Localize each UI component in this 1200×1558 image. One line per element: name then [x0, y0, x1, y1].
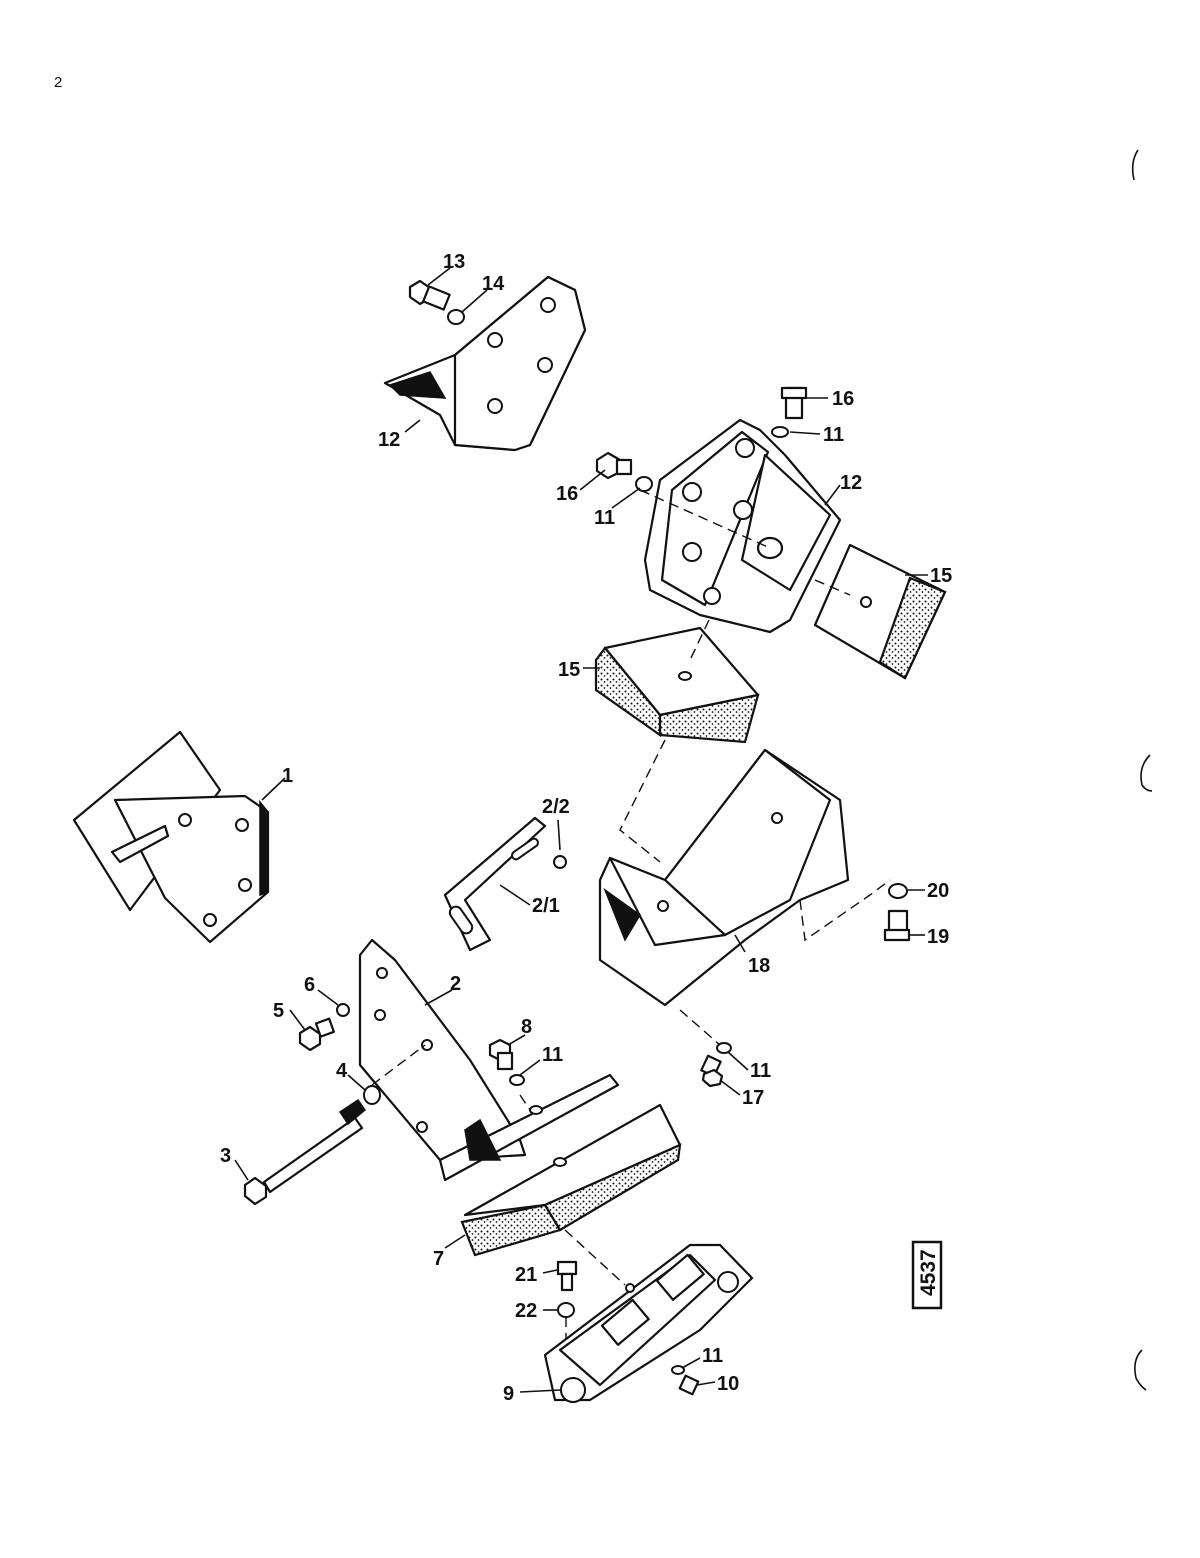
callout-leader-lines: [234, 267, 928, 1393]
bolt-part-16-top: [780, 386, 808, 420]
callout-11-left: 11: [594, 507, 615, 529]
washer-part-11-bottom: [671, 1365, 685, 1375]
washer-part-4: [363, 1085, 381, 1105]
callout-12-right: 12: [840, 472, 862, 494]
assembly-lines: [371, 489, 891, 1340]
drawing-number-stamp: 4537: [911, 1240, 943, 1310]
washer-part-11-top: [771, 426, 789, 438]
callout-12-top: 12: [378, 429, 400, 451]
callout-6: 6: [304, 974, 315, 996]
bolt-part-13: [408, 279, 451, 311]
callout-16-left: 16: [556, 483, 578, 505]
washer-part-14: [447, 309, 465, 325]
washer-part-22: [557, 1302, 575, 1318]
bolt-part-8: [488, 1038, 514, 1071]
callout-15-lower: 15: [558, 659, 580, 681]
washer-part-11-mid: [509, 1074, 525, 1086]
washer-part-11-lower-right: [716, 1042, 732, 1054]
washer-part-20: [888, 883, 908, 899]
mount-cradle-part-18: [598, 748, 850, 1007]
support-bracket-part-9: [543, 1243, 754, 1403]
long-bracket-part-2: [358, 938, 620, 1182]
callout-11-top: 11: [823, 424, 844, 446]
callout-17: 17: [742, 1087, 764, 1109]
callout-4: 4: [336, 1060, 348, 1082]
bolt-part-5: [298, 1017, 336, 1052]
bolt-part-19: [883, 909, 911, 942]
callout-2-2: 2/2: [542, 796, 570, 818]
rubber-block-part-15-right: [813, 543, 947, 680]
rubber-block-part-15-lower: [594, 626, 760, 744]
rubber-pad-part-7: [460, 1103, 682, 1257]
callout-7: 7: [433, 1248, 444, 1270]
callout-10: 10: [717, 1373, 739, 1395]
callout-9: 9: [503, 1383, 514, 1405]
callout-16-top: 16: [832, 388, 854, 410]
callout-5: 5: [273, 1000, 284, 1022]
upper-bracket-part-12: [383, 275, 587, 452]
nut-part-2-2: [553, 855, 567, 869]
callout-15-right: 15: [930, 565, 952, 587]
callout-2: 2: [450, 973, 461, 995]
callout-11-lower-right: 11: [750, 1060, 771, 1082]
callout-21: 21: [515, 1264, 537, 1286]
callout-14: 14: [482, 273, 505, 295]
angle-bracket-part-2-1: [443, 816, 547, 952]
plate-part-1: [72, 730, 270, 944]
bolt-part-17: [700, 1054, 724, 1088]
long-bolt-part-3: [243, 1098, 367, 1206]
callout-22: 22: [515, 1300, 537, 1322]
callout-11-mid: 11: [542, 1044, 563, 1066]
callout-8: 8: [521, 1016, 532, 1038]
callout-3: 3: [220, 1145, 231, 1167]
bolt-part-10: [678, 1374, 700, 1396]
washer-part-11-left: [635, 476, 653, 492]
bolt-part-16-left: [595, 451, 633, 480]
engine-bracket-part-12: [643, 418, 842, 634]
drawing-number: 4537: [917, 1249, 940, 1296]
bolt-part-21: [556, 1260, 578, 1292]
callout-2-1: 2/1: [532, 895, 560, 917]
callout-1: 1: [282, 765, 293, 787]
scan-margin-marks: [1131, 149, 1153, 1391]
page-number: 2: [54, 74, 63, 91]
callout-18: 18: [748, 955, 770, 977]
callout-19: 19: [927, 926, 949, 948]
callout-13: 13: [443, 251, 465, 273]
washer-part-6: [336, 1003, 350, 1017]
callout-20: 20: [927, 880, 949, 902]
callout-labels: 13 14 12 16 11 16 11 12 15 15 1 2/2 2/1 …: [220, 251, 952, 1405]
callout-11-bottom: 11: [702, 1345, 723, 1367]
